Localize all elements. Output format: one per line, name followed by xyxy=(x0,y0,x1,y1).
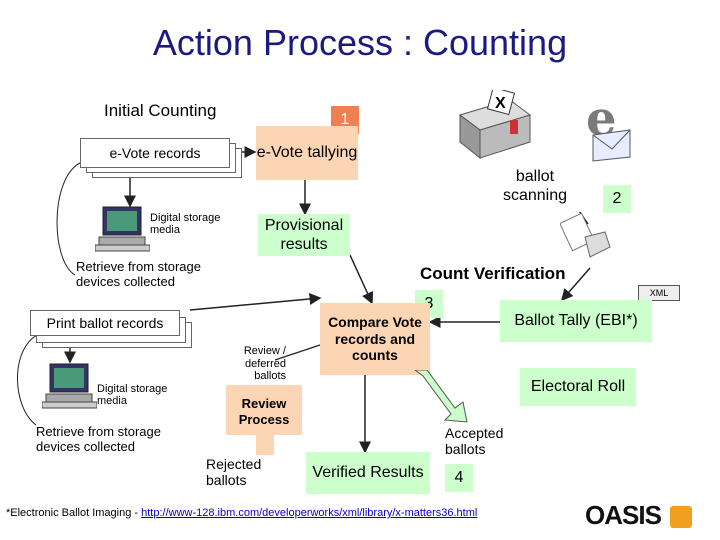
print-ballot-records-box: Print ballot records xyxy=(30,310,180,336)
compare-box: Compare Vote records and counts xyxy=(320,303,430,375)
curve-retrieve-1 xyxy=(56,161,83,276)
provisional-results-box: Provisional results xyxy=(258,214,350,256)
curve-retrieve-2 xyxy=(17,331,46,426)
arrow-scanning-to-tally xyxy=(561,267,591,302)
rejected-ballots-label: Rejected ballots xyxy=(206,456,262,489)
ballot-box-icon: X xyxy=(455,86,535,160)
heading-initial-counting: Initial Counting xyxy=(104,101,217,120)
oasis-logo-text: OASIS xyxy=(585,500,662,530)
digital-storage-label-2: Digital storage media xyxy=(97,383,168,407)
arrow-print-to-compare xyxy=(189,292,322,311)
footer-note-text: *Electronic Ballot Imaging - xyxy=(6,507,142,519)
heading-count-verification: Count Verification xyxy=(420,264,566,283)
xml-icon: XML xyxy=(638,285,680,301)
review-process-box: Review Process xyxy=(238,396,290,427)
review-deferred-label: Review / deferred ballots xyxy=(243,345,286,383)
scanner-hand-icon xyxy=(559,212,615,262)
oasis-logo-mark xyxy=(670,506,693,529)
ballot-tally-box: Ballot Tally (EBI*) xyxy=(500,300,652,342)
retrieve-label-1: Retrieve from storage devices collected xyxy=(76,259,201,289)
footer-link[interactable]: http://www-128.ibm.com/developerworks/xm… xyxy=(141,507,478,519)
evote-records-box: e-Vote records xyxy=(80,138,230,168)
ballot-scanning-box: ballot scanning xyxy=(484,160,586,212)
electoral-roll-box: Electoral Roll xyxy=(520,368,636,406)
retrieve-label-2: Retrieve from storage devices collected xyxy=(36,424,161,454)
computer-icon-2 xyxy=(41,362,98,410)
line-review-deferred xyxy=(274,344,321,361)
footer-note: *Electronic Ballot Imaging - http://www-… xyxy=(6,507,477,519)
page-title: Action Process : Counting xyxy=(152,22,568,63)
accepted-arrow xyxy=(405,369,475,425)
verified-results-box: Verified Results xyxy=(306,452,430,494)
arrow-provisional-to-compare xyxy=(349,254,374,305)
svg-text:X: X xyxy=(495,95,506,112)
step-4-badge: 4 xyxy=(445,464,473,492)
accepted-ballots-label: Accepted ballots xyxy=(445,425,504,458)
review-process-shape xyxy=(226,385,302,465)
computer-icon-1 xyxy=(94,205,151,253)
oasis-logo: OASIS xyxy=(585,500,693,531)
step-2-badge: 2 xyxy=(603,185,631,213)
email-icon: e xyxy=(578,91,633,163)
digital-storage-label-1: Digital storage media xyxy=(150,212,221,236)
evote-tallying-box: e-Vote tallying xyxy=(256,126,358,180)
